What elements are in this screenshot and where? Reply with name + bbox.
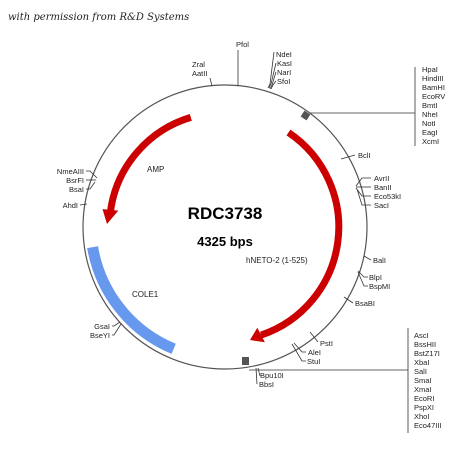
site-tick	[267, 51, 275, 89]
mcs-bottom-list: AscI BssHII BstZ17I XbaI SalI SmaI XmaI …	[414, 331, 442, 430]
mcs-bottom-marker	[242, 357, 249, 365]
site-label: PspXI	[414, 403, 434, 412]
site-label: PstI	[320, 339, 333, 348]
site-label: BspMI	[369, 282, 390, 291]
site-label: KasI	[277, 59, 292, 68]
site-label: HindIII	[422, 74, 444, 83]
site-tick	[255, 367, 258, 385]
site-label: BmtI	[422, 101, 437, 110]
site-tick	[357, 270, 368, 278]
site-label: EcoRV	[422, 92, 445, 101]
site-label: BssHII	[414, 340, 436, 349]
site-label: XcmI	[422, 137, 439, 146]
site-label: GsaI	[94, 322, 110, 331]
site-label: BalI	[373, 256, 386, 265]
site-label: NheI	[422, 110, 438, 119]
site-label: XhoI	[414, 412, 429, 421]
site-label: BanII	[374, 183, 392, 192]
plasmid-name: RDC3738	[188, 204, 263, 223]
site-label: SfoI	[277, 77, 290, 86]
site-label: NmeAIII	[57, 167, 84, 176]
site-label: Pfol	[236, 40, 249, 49]
site-tick	[355, 187, 371, 197]
site-label: XbaI	[414, 358, 429, 367]
site-label: EagI	[422, 128, 437, 137]
site-label: SacI	[374, 201, 389, 210]
mcs-top-list: HpaI HindIII BamHI EcoRV BmtI NheI NotI …	[422, 65, 445, 146]
amp-arrow	[106, 114, 192, 213]
site-tick	[86, 181, 96, 190]
site-tick	[79, 203, 88, 206]
site-tick	[356, 188, 371, 206]
site-label: SalI	[414, 367, 427, 376]
feature-label-insert: hNETO-2 (1-525)	[246, 256, 308, 265]
plasmid-size: 4325 bps	[197, 234, 253, 249]
site-label: SmaI	[414, 376, 432, 385]
site-label: HpaI	[422, 65, 438, 74]
site-label: BstZ17I	[414, 349, 440, 358]
site-label: BseYI	[90, 331, 110, 340]
site-label: StuI	[307, 357, 320, 366]
site-label: AhdI	[63, 201, 78, 210]
site-tick	[363, 255, 372, 261]
site-label: NotI	[422, 119, 436, 128]
site-label: AscI	[414, 331, 429, 340]
mcs-top-marker	[300, 110, 311, 121]
site-label: BlpI	[369, 273, 382, 282]
site-tick	[269, 71, 277, 90]
feature-label-cole1: COLE1	[132, 290, 159, 299]
credit-text: with permission from R&D Systems	[8, 12, 189, 23]
site-label: NarI	[277, 68, 291, 77]
site-tick	[340, 154, 356, 160]
site-tick	[357, 271, 368, 287]
site-label: BbsI	[259, 380, 274, 389]
site-tick	[86, 170, 98, 179]
site-label: AvrII	[374, 174, 389, 183]
site-tick	[343, 296, 354, 304]
site-label: AatII	[192, 69, 207, 78]
site-label: Eco47III	[414, 421, 442, 430]
site-label: EcoRI	[414, 394, 434, 403]
plasmid-backbone	[82, 84, 368, 370]
site-label: BsaI	[69, 185, 84, 194]
site-label: XmaI	[414, 385, 432, 394]
site-label: AleI	[308, 348, 321, 357]
site-tick	[268, 62, 277, 89]
site-label: BamHI	[422, 83, 445, 92]
site-label: Zral	[192, 60, 205, 69]
site-tick	[209, 77, 213, 87]
insert-arrow	[259, 129, 343, 339]
site-tick	[355, 177, 371, 187]
insert-arrowhead	[250, 327, 265, 343]
site-tick	[270, 80, 277, 90]
site-label: BsrFI	[66, 176, 84, 185]
site-tick	[112, 321, 121, 327]
site-tick	[291, 343, 306, 362]
site-label: NdeI	[276, 50, 292, 59]
site-tick	[112, 323, 122, 336]
site-tick	[309, 331, 319, 343]
site-label: Bpu10I	[260, 371, 284, 380]
site-label: Eco53kI	[374, 192, 401, 201]
site-tick	[293, 342, 306, 353]
site-label: BclI	[358, 151, 371, 160]
amp-arrowhead	[102, 209, 119, 224]
site-tick	[257, 367, 261, 377]
site-label: BsaBI	[355, 299, 375, 308]
feature-label-amp: AMP	[147, 165, 164, 174]
cole1-origin-block	[87, 246, 176, 354]
